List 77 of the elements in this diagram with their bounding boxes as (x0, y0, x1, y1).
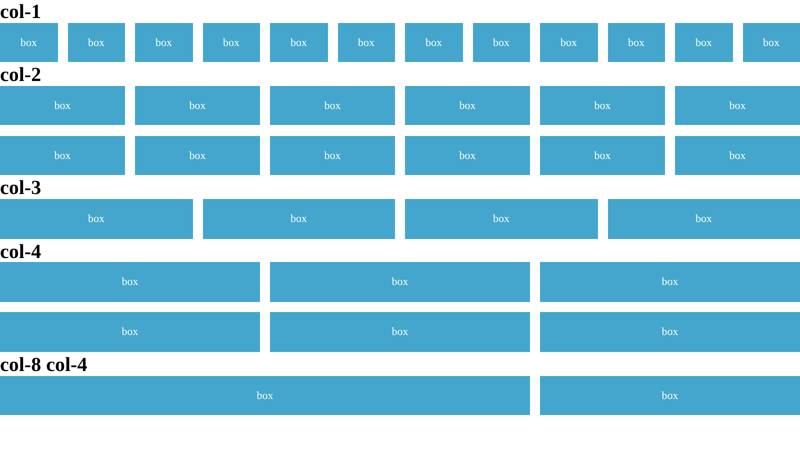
box-label: box (156, 36, 172, 48)
box-label: box (594, 150, 611, 162)
grid-column-box (338, 23, 395, 62)
box-label: box (493, 36, 510, 48)
box-label: box (189, 150, 206, 162)
grid-column-box (270, 136, 395, 175)
box-label: box (662, 390, 678, 402)
section-heading: col-3 (0, 177, 42, 199)
grid-column-box (135, 23, 192, 62)
grid-column-box (540, 23, 598, 62)
box-label: box (54, 100, 71, 112)
grid-column-box (0, 136, 125, 175)
grid-column-box (270, 262, 530, 302)
grid-column-box (405, 86, 530, 125)
box-label: box (662, 326, 678, 338)
grid-column-box (608, 23, 665, 62)
box-label: box (392, 276, 408, 288)
box-label: box (88, 213, 104, 225)
box-label: box (696, 36, 712, 48)
box-label: box (20, 36, 37, 48)
section-heading: col-1 (0, 1, 42, 23)
grid-column-box (540, 86, 665, 125)
box-label: box (358, 36, 374, 48)
grid-column-box (270, 312, 530, 352)
grid-column-box (135, 136, 260, 175)
box-label: box (729, 150, 746, 162)
box-label: box (696, 213, 712, 225)
grid-column-box (0, 376, 530, 415)
grid-column-box (540, 136, 665, 175)
box-label: box (763, 36, 780, 48)
grid-column-box (675, 86, 800, 125)
box-label: box (290, 213, 307, 225)
box-label: box (628, 36, 644, 48)
grid-column-box (0, 262, 260, 302)
grid-column-box (0, 86, 125, 125)
grid-column-box (675, 23, 732, 62)
box-label: box (122, 276, 138, 288)
grid-column-box (135, 86, 260, 125)
box-label: box (426, 36, 442, 48)
box-label: box (324, 100, 341, 112)
grid-column-box (540, 262, 800, 302)
grid-column-box (405, 199, 598, 239)
grid-column-box (68, 23, 125, 62)
box-label: box (122, 326, 138, 338)
grid-column-box (675, 136, 800, 175)
grid-column-box (472, 23, 530, 62)
box-label: box (459, 100, 476, 112)
box-label: box (189, 100, 206, 112)
grid-column-box (202, 199, 395, 239)
grid-column-box (0, 23, 58, 62)
box-label: box (493, 213, 510, 225)
grid-column-box (405, 136, 530, 175)
box-label: box (729, 100, 746, 112)
box-label: box (459, 150, 476, 162)
grid-column-box (270, 86, 395, 125)
box-label: box (223, 36, 240, 48)
section-heading: col-4 (0, 241, 42, 263)
box-label: box (662, 276, 678, 288)
grid-column-box (0, 312, 260, 352)
grid-column-box (202, 23, 260, 62)
box-label: box (88, 36, 104, 48)
box-label: box (290, 36, 307, 48)
grid-column-box (540, 312, 800, 352)
grid-column-box (608, 199, 800, 239)
box-label: box (54, 150, 71, 162)
box-label: box (256, 390, 274, 402)
box-label: box (324, 150, 341, 162)
grid-column-box (405, 23, 462, 62)
section-heading: col-8 col-4 (0, 354, 88, 376)
box-label: box (560, 36, 577, 48)
section-heading: col-2 (0, 64, 42, 86)
box-label: box (594, 100, 611, 112)
grid-column-box (540, 376, 800, 415)
grid-column-box (0, 199, 192, 239)
grid-column-box (742, 23, 800, 62)
grid-column-box (270, 23, 328, 62)
box-label: box (392, 326, 408, 338)
